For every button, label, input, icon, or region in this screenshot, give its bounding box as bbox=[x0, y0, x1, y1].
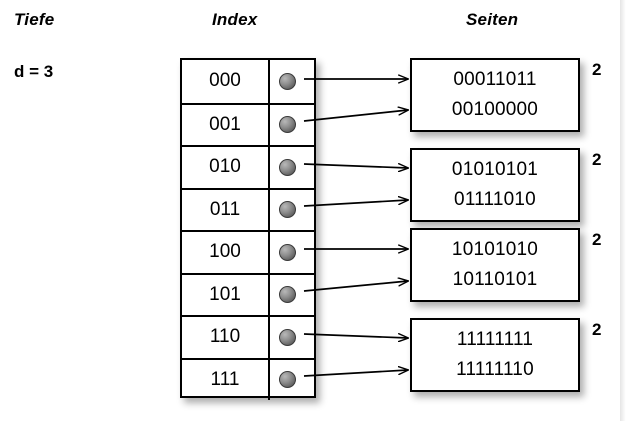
pointer-arrow-110 bbox=[303, 334, 408, 338]
filled-dot-icon bbox=[279, 286, 296, 304]
index-directory-table: 000 001 010 011 100 bbox=[180, 58, 316, 401]
page-bucket[interactable]: 00011011 00100000 bbox=[410, 58, 580, 132]
column-heading-depth: Tiefe bbox=[14, 10, 55, 29]
index-key-cell: 110 bbox=[182, 317, 270, 358]
index-key-cell: 010 bbox=[182, 147, 270, 188]
index-row[interactable]: 001 bbox=[182, 102, 314, 146]
index-pointer-cell[interactable] bbox=[270, 190, 314, 231]
filled-dot-icon bbox=[279, 201, 296, 219]
page-bucket[interactable]: 10101010 10110101 bbox=[410, 228, 580, 302]
filled-dot-icon bbox=[279, 158, 296, 176]
page-record: 11111111 bbox=[456, 329, 534, 350]
filled-dot-icon bbox=[279, 328, 296, 346]
pointer-arrow-011 bbox=[303, 200, 408, 207]
index-pointer-cell[interactable] bbox=[270, 105, 314, 146]
index-key-cell: 011 bbox=[182, 189, 270, 230]
pointer-arrow-111 bbox=[303, 370, 408, 377]
page-record: 11111110 bbox=[456, 359, 534, 380]
page-local-depth: 2 bbox=[592, 150, 602, 169]
page-record: 00100000 bbox=[451, 99, 539, 120]
page-record: 01111010 bbox=[454, 189, 536, 210]
index-key-cell: 100 bbox=[182, 232, 270, 273]
depth-value-label: d = 3 bbox=[14, 62, 54, 81]
page-record: 00011011 bbox=[453, 69, 537, 90]
pointer-arrow-101 bbox=[303, 281, 408, 292]
page-local-depth: 2 bbox=[592, 60, 602, 79]
page-bucket[interactable]: 01010101 01111010 bbox=[410, 148, 580, 222]
index-row[interactable]: 010 bbox=[182, 145, 314, 188]
filled-dot-icon bbox=[279, 116, 296, 134]
filled-dot-icon bbox=[279, 371, 296, 389]
index-pointer-cell[interactable] bbox=[270, 147, 314, 188]
index-row[interactable]: 011 bbox=[182, 187, 314, 231]
index-row[interactable]: 111 bbox=[182, 357, 314, 401]
pointer-arrow-001 bbox=[303, 110, 408, 122]
index-pointer-cell[interactable] bbox=[270, 232, 314, 273]
filled-dot-icon bbox=[279, 72, 296, 90]
index-row[interactable]: 110 bbox=[182, 315, 314, 358]
page-local-depth: 2 bbox=[592, 230, 602, 249]
index-row[interactable]: 101 bbox=[182, 272, 314, 316]
index-pointer-cell[interactable] bbox=[270, 360, 314, 401]
page-local-depth: 2 bbox=[592, 320, 602, 339]
column-heading-index: Index bbox=[212, 10, 258, 29]
index-key-cell: 111 bbox=[182, 359, 270, 400]
page-bucket[interactable]: 11111111 11111110 bbox=[410, 318, 580, 392]
pointer-arrow-010 bbox=[303, 164, 408, 168]
index-key-cell: 101 bbox=[182, 274, 270, 315]
index-key-cell: 000 bbox=[182, 60, 270, 103]
index-pointer-cell[interactable] bbox=[270, 60, 314, 103]
index-row[interactable]: 000 bbox=[182, 60, 314, 103]
page-record: 10101010 bbox=[451, 239, 539, 260]
index-pointer-cell[interactable] bbox=[270, 317, 314, 358]
page-record: 10110101 bbox=[452, 269, 538, 290]
slide-edge-shadow bbox=[620, 0, 629, 421]
filled-dot-icon bbox=[279, 243, 296, 261]
index-key-cell: 001 bbox=[182, 104, 270, 145]
column-heading-pages: Seiten bbox=[466, 10, 519, 29]
index-pointer-cell[interactable] bbox=[270, 275, 314, 316]
page-record: 01010101 bbox=[451, 159, 539, 180]
index-row[interactable]: 100 bbox=[182, 230, 314, 273]
